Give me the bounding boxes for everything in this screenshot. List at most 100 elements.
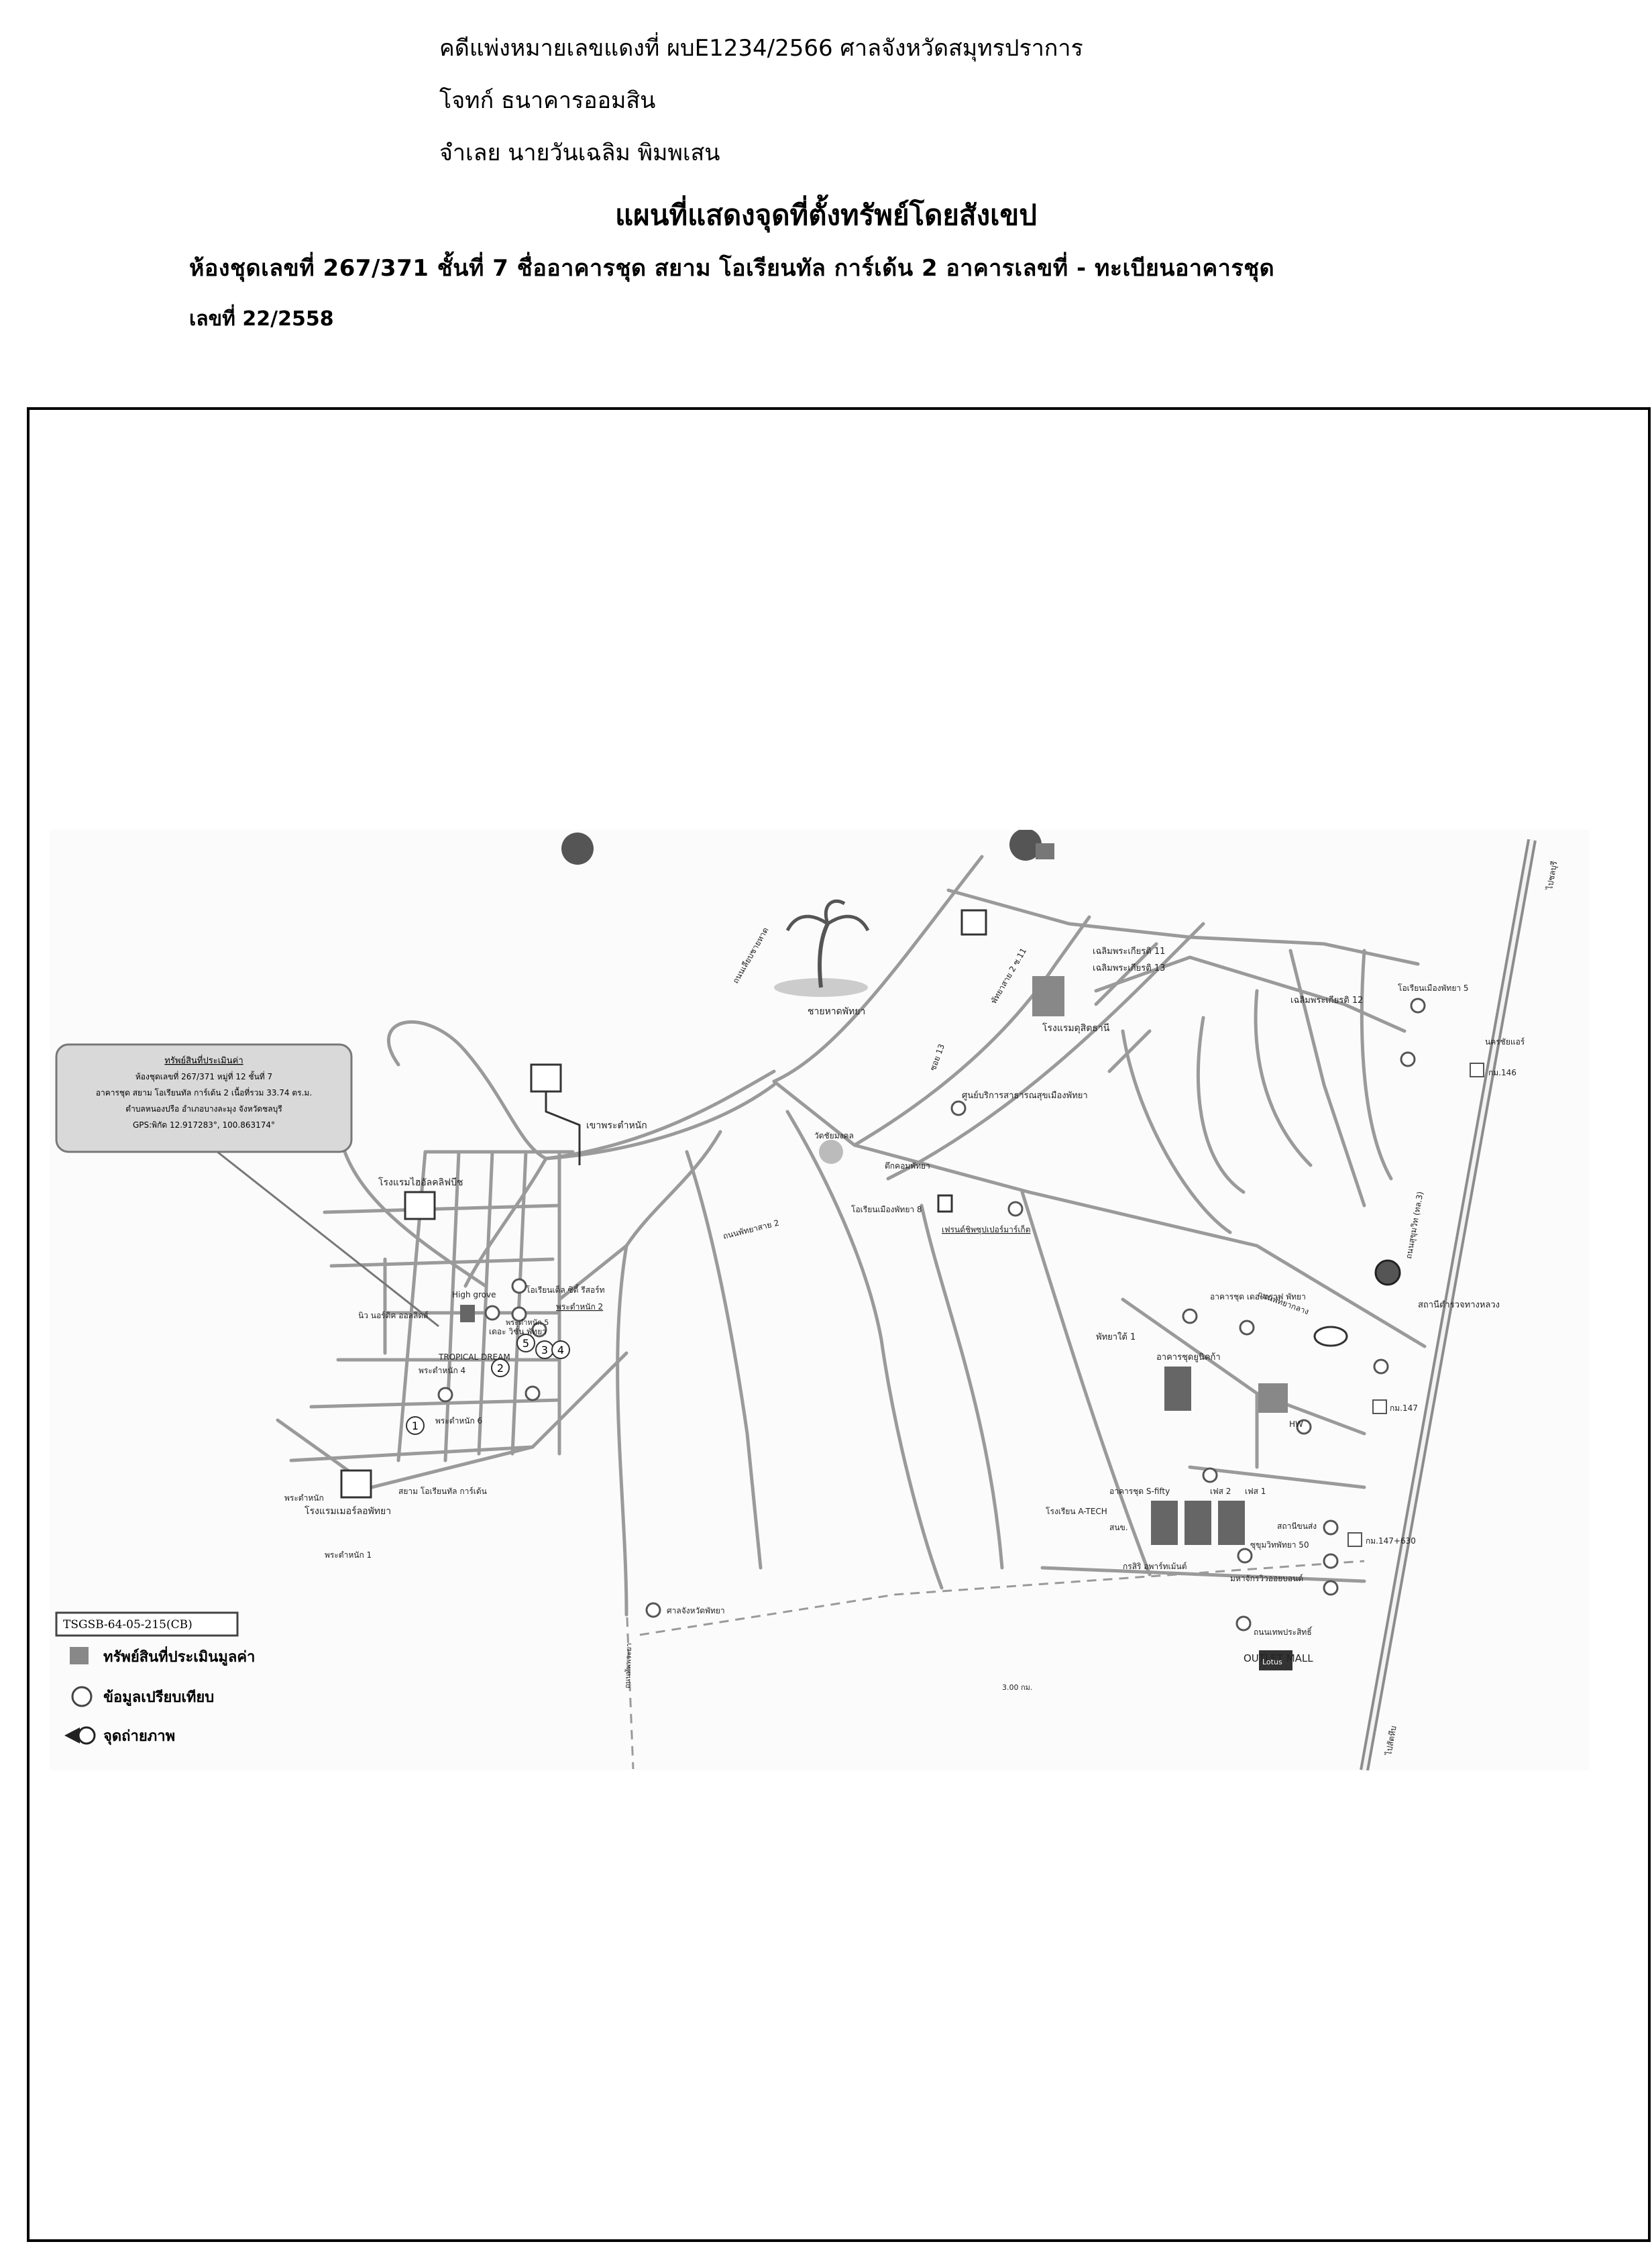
label-subject-condo: สยาม โอเรียนทัล การ์เด้น xyxy=(398,1487,487,1496)
label-landmark: วัดชัยมงคล xyxy=(814,1131,854,1140)
legend-comparable-label: ข้อมูลเปรียบเทียบ xyxy=(103,1689,214,1707)
hotel-icon xyxy=(340,1469,372,1499)
building-icon xyxy=(1036,843,1054,859)
label-road: ถนนเทพประสิทธิ์ xyxy=(1254,1626,1313,1637)
photo-point-number: 5 xyxy=(522,1337,529,1350)
label-road: พระตำหนัก 5 xyxy=(506,1318,549,1327)
legend-photo-label: จุดถ่ายภาพ xyxy=(103,1728,175,1746)
label-landmark: สถานีขนส่ง xyxy=(1277,1521,1317,1531)
label-police-station: สถานีตำรวจทางหลวง xyxy=(1418,1299,1500,1310)
label-condo: เดอะ วิชั่น พัทยา xyxy=(489,1326,547,1336)
label-road: ซอย 13 xyxy=(928,1042,946,1072)
label-landmark: โรงเรียน A-TECH xyxy=(1046,1507,1107,1516)
hospital-icon xyxy=(960,909,987,936)
photo-point-number: 2 xyxy=(497,1362,504,1375)
comparable-building xyxy=(1218,1501,1245,1545)
legend-comparable-icon xyxy=(71,1686,93,1707)
label-road: เขาพระตำหนัก xyxy=(586,1120,647,1131)
label-landmark: สนข. xyxy=(1109,1523,1128,1532)
label-hotel: โรงแรมไฮอัลคลิฟบีช xyxy=(378,1177,463,1188)
temple-icon xyxy=(819,1140,843,1164)
pin-icon xyxy=(1009,830,1042,861)
location-map: ทรัพย์สินที่ประเมินค่า ห้องชุดเลขที่ 267… xyxy=(50,830,1589,1770)
label-road: เฉลิมพระเกียรติ 11 xyxy=(1093,946,1165,957)
label-km: กม.146 xyxy=(1488,1068,1517,1077)
info-line: ห้องชุดเลขที่ 267/371 หมู่ที่ 12 ชั้นที่… xyxy=(135,1071,272,1082)
label-landmark: มหาจักรวิวออยบอนด์ xyxy=(1230,1574,1303,1583)
photo-point-markers xyxy=(406,1334,570,1435)
label-road: เฉลิมพระเกียรติ 12 xyxy=(1290,995,1363,1006)
report-code: TSGSB-64-05-215(CB) xyxy=(63,1618,192,1632)
label-landmark: นครชัยแอร์ xyxy=(1485,1037,1525,1047)
photo-point-number: 4 xyxy=(557,1344,564,1356)
label-landmark: ศูนย์บริการสาธารณสุขเมืองพัทยา xyxy=(962,1090,1088,1101)
map-frame xyxy=(27,407,1651,2242)
photo-point-number: 1 xyxy=(412,1420,419,1432)
label-road: ถนนเลียบชายหาด xyxy=(730,926,770,985)
palm-tree-icon xyxy=(774,899,870,997)
case-number-line: คดีแพ่งหมายเลขแดงที่ ผบE1234/2566 ศาลจัง… xyxy=(439,35,1083,62)
distance-line xyxy=(625,1601,635,1770)
map-title: แผนที่แสดงจุดที่ตั้งทรัพย์โดยสังเขป xyxy=(615,199,1037,231)
label-hotel: โรงแรมเมอร์ลอพัทยา xyxy=(305,1505,391,1517)
label-condo: โอเรียนเต็ล ซิตี้ รีสอร์ท xyxy=(526,1284,605,1295)
info-title: ทรัพย์สินที่ประเมินค่า xyxy=(164,1055,243,1066)
unit-description-line2: เลขที่ 22/2558 xyxy=(189,307,334,331)
label-direction: ไปสัตหีบ xyxy=(1384,1725,1398,1756)
comparable-point-icons xyxy=(437,998,1426,1632)
label-road: ซุขุมวิทพัทยา 50 xyxy=(1250,1540,1309,1550)
comparable-building xyxy=(1164,1367,1191,1411)
label-landmark: กรสิริ อพาร์ทเม้นต์ xyxy=(1123,1562,1187,1571)
subject-property-marker xyxy=(460,1305,475,1322)
label-condo: นิว นอร์ดิค ออลลิดส์ xyxy=(358,1311,429,1320)
hotel-icon xyxy=(404,1191,436,1220)
subject-info-box xyxy=(55,1043,439,1328)
label-road: พระตำหนัก xyxy=(284,1493,324,1503)
label-lotus: Lotus xyxy=(1262,1658,1282,1666)
comparable-building xyxy=(1185,1501,1211,1545)
label-direction: ไปชลบุรี xyxy=(1545,860,1560,892)
label-outlet-mall: OUTLET MALL xyxy=(1244,1652,1313,1664)
label-km: กม.147 xyxy=(1390,1403,1418,1413)
label-road: พัทยาสาย 2 ซ.11 xyxy=(989,947,1028,1006)
label-road: พัทยาใต้ 1 xyxy=(1096,1332,1136,1342)
label-court: ศาลจังหวัดพัทยา xyxy=(667,1606,725,1615)
label-road: พระตำหนัก 1 xyxy=(325,1550,372,1560)
label-landmark: HW xyxy=(1289,1420,1303,1429)
label-road: พระตำหนัก 2 xyxy=(556,1302,603,1312)
label-road: เฉลิมพระเกียรติ 13 xyxy=(1093,963,1165,973)
label-condo: อาคารชุดยูนิคก้า xyxy=(1156,1352,1221,1362)
info-line: ตำบลหนองปรือ อำเภอบางละมุง จังหวัดชลบุรี xyxy=(125,1104,282,1114)
label-road: ถนนทัพพระยา xyxy=(623,1643,633,1689)
label-condo: High grove xyxy=(452,1290,496,1299)
label-landmark: เฟรนด์ชิพซุปเปอร์มาร์เก็ต xyxy=(942,1224,1030,1235)
hotel-building-icon xyxy=(1032,976,1064,1016)
label-beach: ชายหาดพัทยา xyxy=(808,1006,865,1017)
label-road: ถนนพัทยาสาย 2 xyxy=(722,1218,780,1241)
legend-subject-label: ทรัพย์สินที่ประเมินมูลค่า xyxy=(103,1646,255,1666)
plaintiff-line: โจทก์ ธนาคารออมสิน xyxy=(439,87,656,114)
ship-icon xyxy=(530,1063,562,1093)
label-condo: อาคารชุด S-fifty xyxy=(1109,1487,1170,1497)
label-highway: ถนนสุขุมวิท (ทล.3) xyxy=(1404,1191,1425,1260)
pin-icon xyxy=(561,833,594,865)
camera-direction-icon xyxy=(64,1726,96,1745)
police-station-icon xyxy=(1374,1259,1401,1286)
esso-icon xyxy=(1313,1326,1348,1347)
label-landmark: โอเรียนเมืองพัทยา 8 xyxy=(851,1205,922,1214)
label-landmark: ตึกคอมพัทยา xyxy=(885,1161,930,1171)
legend-subject-swatch xyxy=(70,1647,89,1664)
label-condo: เฟส 2 xyxy=(1210,1487,1231,1496)
label-condo: เฟส 1 xyxy=(1245,1487,1266,1496)
info-line: GPS:พิกัด 12.917283°, 100.863174° xyxy=(133,1120,275,1130)
report-code-box xyxy=(55,1611,239,1637)
label-road: พระตำหนัก 6 xyxy=(435,1416,482,1426)
building-icon xyxy=(1258,1383,1288,1413)
road-network xyxy=(276,855,1427,1617)
label-distance: 3.00 กม. xyxy=(1002,1683,1032,1692)
unit-description-line1: ห้องชุดเลขที่ 267/371 ชั้นที่ 7 ชื่ออาคา… xyxy=(189,255,1275,282)
label-hotel: โรงแรมดุสิตธานี xyxy=(1042,1022,1110,1034)
sukhumvit-highway xyxy=(1360,839,1537,1770)
comparable-building xyxy=(1151,1501,1178,1545)
info-line: อาคารชุด สยาม โอเรียนทัล การ์เด้น 2 เนื้… xyxy=(96,1087,312,1098)
